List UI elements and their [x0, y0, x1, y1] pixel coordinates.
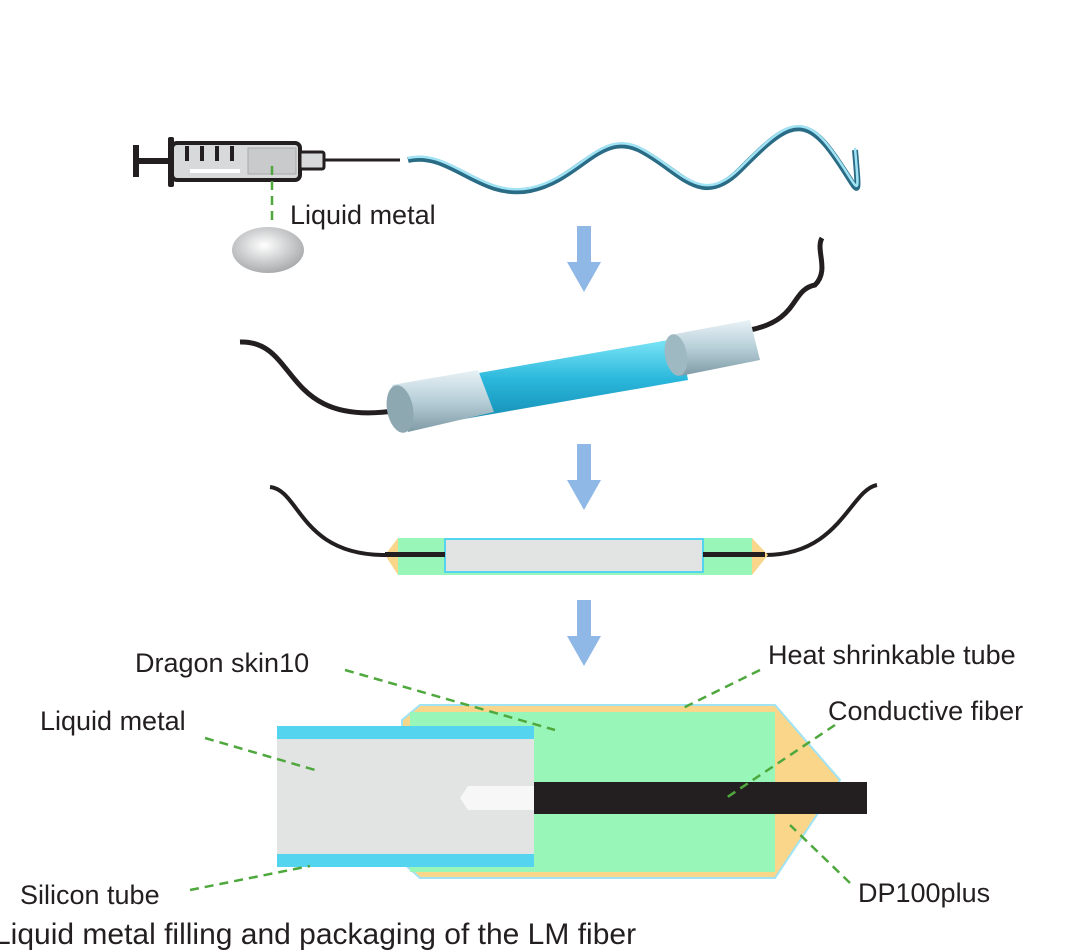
leader-lines: [189, 668, 851, 892]
figure-caption: Liquid metal filling and packaging of th…: [0, 918, 637, 951]
cross-section: [277, 704, 867, 879]
label-dp100plus: DP100plus: [858, 878, 990, 908]
label-liquid-metal: Liquid metal: [40, 706, 186, 736]
label-dragon-skin: Dragon skin10: [135, 648, 309, 678]
silicone-tube-wave: [407, 125, 861, 195]
label-silicon-tube: Silicon tube: [20, 880, 160, 910]
liquid-metal-droplet: [232, 227, 304, 273]
down-arrow-icon: [567, 226, 601, 666]
label-conductive-fiber: Conductive fiber: [828, 696, 1023, 726]
packaged-fiber-flat: [269, 483, 878, 575]
label-heat-shrinkable-tube: Heat shrinkable tube: [768, 640, 1016, 670]
syringe-icon: [133, 137, 400, 187]
packaged-tube-3d: [239, 236, 825, 433]
conductive-fiber: [534, 782, 867, 814]
label-liquid-metal-top: Liquid metal: [290, 200, 436, 230]
